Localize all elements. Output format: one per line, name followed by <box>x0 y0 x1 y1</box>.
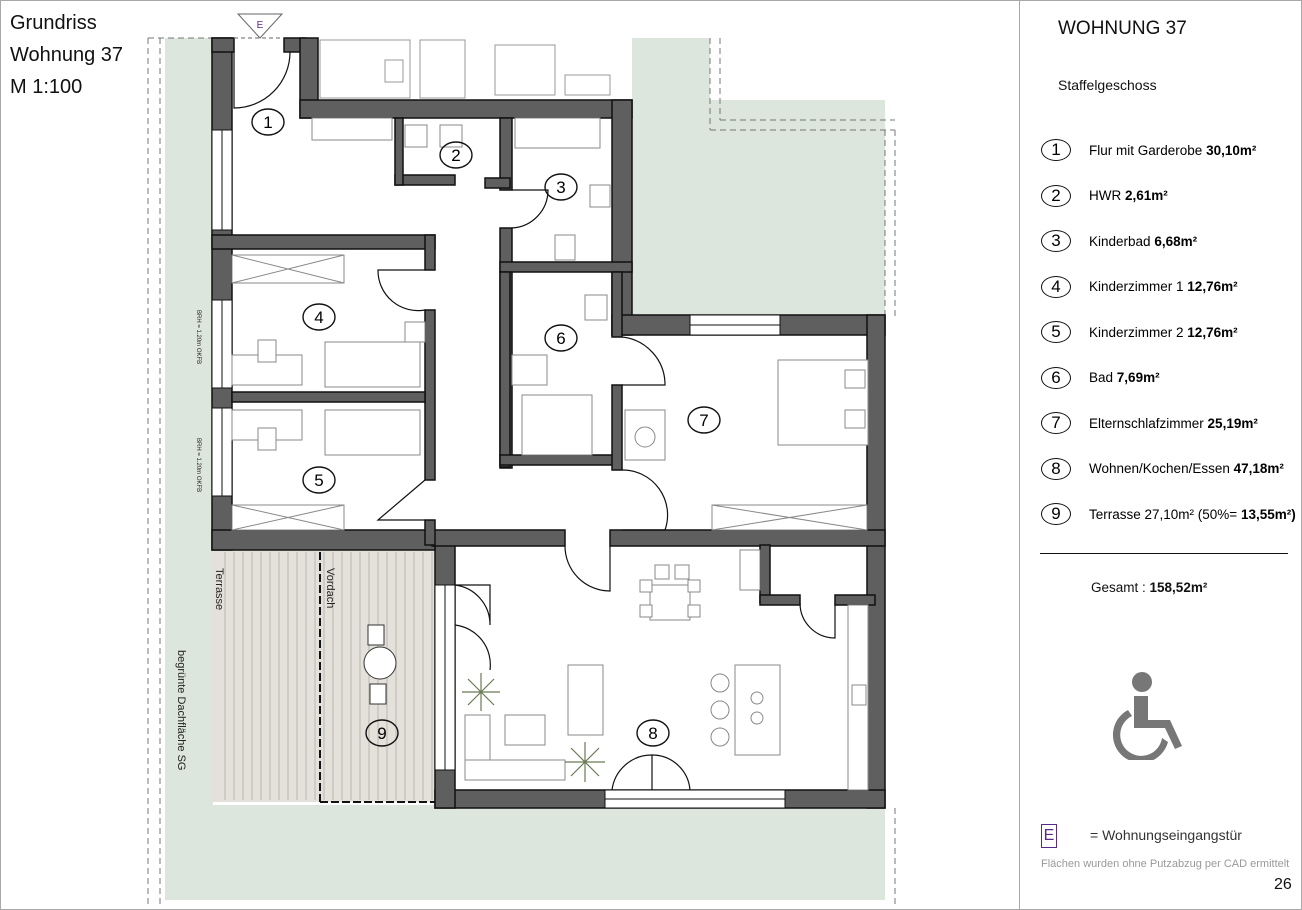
panel-heading: WOHNUNG 37 <box>1058 18 1187 39</box>
room-number: 3 <box>556 178 565 197</box>
legend-row: 5 Kinderzimmer 2 12,76m² <box>1041 319 1238 345</box>
room-name: Wohnen/Kochen/Essen <box>1089 461 1230 476</box>
room-name: Kinderbad <box>1089 233 1151 249</box>
room-marker: 4 <box>302 303 336 331</box>
scale-label: M 1:100 <box>10 76 83 98</box>
legend-row: 1 Flur mit Garderobe 30,10m² <box>1041 137 1256 163</box>
windows <box>211 129 786 809</box>
room-number-badge: 4 <box>1041 275 1071 298</box>
room-area: 12,76m² <box>1187 279 1238 294</box>
legend-row: 8 Wohnen/Kochen/Essen 47,18m² <box>1041 456 1284 482</box>
room-marker: 8 <box>636 719 670 747</box>
door-swings <box>233 51 836 791</box>
window-note: BRH = 1.20m OKFB <box>195 310 201 364</box>
legend-divider <box>1040 553 1288 554</box>
apartment-title: Wohnung 37 <box>10 44 124 66</box>
room-marker: 2 <box>439 141 473 169</box>
wheelchair-icon <box>1112 672 1182 760</box>
room-number-badge: 3 <box>1041 230 1071 252</box>
canopy-label: Vordach <box>324 568 336 608</box>
room-entry: Flur mit Garderobe 30,10m² <box>1089 143 1256 158</box>
room-number-badge: 7 <box>1041 412 1071 434</box>
total-label: Gesamt : <box>1091 580 1146 595</box>
room-name: Elternschlafzimmer <box>1089 415 1204 431</box>
room-number-badge: 1 <box>1041 139 1071 161</box>
room-marker: 3 <box>544 173 578 201</box>
entry-marker-label: E <box>257 20 264 31</box>
room-marker: 5 <box>302 466 336 494</box>
legend-row: 6 Bad 7,69m² <box>1041 365 1160 391</box>
room-number: 4 <box>314 308 323 327</box>
room-area: 25,19m² <box>1207 415 1258 431</box>
neighbour-furniture <box>319 39 611 99</box>
room-number-badge: 6 <box>1041 366 1071 389</box>
room-number: 7 <box>699 411 708 430</box>
room-name: Flur mit Garderobe <box>1089 142 1203 158</box>
room-entry: Kinderzimmer 1 12,76m² <box>1089 279 1238 294</box>
room-entry: HWR 2,61m² <box>1089 188 1168 203</box>
room-entry: Kinderbad 6,68m² <box>1089 234 1197 249</box>
room-entry: Kinderzimmer 2 12,76m² <box>1089 325 1238 340</box>
room-name: Kinderzimmer 2 <box>1089 324 1184 340</box>
furniture <box>231 117 869 791</box>
total-value: 158,52m² <box>1149 580 1208 595</box>
room-entry: Wohnen/Kochen/Essen 47,18m² <box>1089 461 1284 476</box>
plants <box>462 673 605 782</box>
legend-row: 2 HWR 2,61m² <box>1041 183 1168 209</box>
room-area: 6,68m² <box>1154 233 1198 249</box>
green-roof-label: begrünte Dachfläche SG <box>175 650 187 770</box>
room-area: 12,76m² <box>1187 324 1238 340</box>
room-entry: Terrasse 27,10m² (50%= 13,55m²) <box>1089 507 1296 522</box>
room-area: 7,69m² <box>1116 370 1160 385</box>
terrace-label: Terrasse <box>213 568 225 610</box>
total-area: Gesamt : 158,52m² <box>1091 580 1207 595</box>
room-number-badge: 9 <box>1041 503 1071 525</box>
room-name: Kinderzimmer 1 <box>1089 279 1184 294</box>
legend-row: 7 Elternschlafzimmer 25,19m² <box>1041 410 1258 436</box>
room-number-badge: 5 <box>1041 321 1071 343</box>
room-number-badge: 2 <box>1041 184 1071 207</box>
room-marker: 7 <box>687 406 721 434</box>
entry-symbol: E <box>1041 824 1057 848</box>
room-number: 8 <box>648 724 657 743</box>
terrace <box>212 550 435 803</box>
room-entry: Elternschlafzimmer 25,19m² <box>1089 416 1258 431</box>
window-note: BRH = 1.20m OKFB <box>195 438 201 492</box>
room-area: 47,18m² <box>1233 461 1284 476</box>
room-number: 1 <box>263 113 272 132</box>
entry-legend: = Wohnungseingangstür <box>1090 827 1242 843</box>
room-marker: 9 <box>365 719 399 747</box>
room-area: 13,55m²) <box>1240 506 1296 522</box>
entry-marker: E <box>234 13 284 39</box>
roof-edge-lines <box>147 37 896 905</box>
room-number: 5 <box>314 471 323 490</box>
room-name: Terrasse 27,10m² (50%= <box>1089 506 1238 522</box>
footnote: Flächen wurden ohne Putzabzug per CAD er… <box>1041 858 1290 870</box>
legend-row: 9 Terrasse 27,10m² (50%= 13,55m²) <box>1041 501 1296 527</box>
legend-row: 4 Kinderzimmer 1 12,76m² <box>1041 274 1238 300</box>
legend-row: 3 Kinderbad 6,68m² <box>1041 228 1197 254</box>
room-marker: 1 <box>251 108 285 136</box>
room-marker: 6 <box>544 324 578 352</box>
room-number: 6 <box>556 329 565 348</box>
room-area: 2,61m² <box>1125 188 1168 203</box>
page-number: 26 <box>1274 876 1292 893</box>
plan-title: Grundriss <box>10 12 97 34</box>
room-number-badge: 8 <box>1041 457 1071 480</box>
room-name: HWR <box>1089 188 1122 203</box>
room-entry: Bad 7,69m² <box>1089 370 1160 385</box>
room-number: 2 <box>451 146 460 165</box>
room-number: 9 <box>377 724 386 743</box>
panel-divider <box>1019 0 1020 910</box>
room-name: Bad <box>1089 370 1114 385</box>
room-area: 30,10m² <box>1206 142 1257 158</box>
green-roof <box>165 38 885 900</box>
floor-plan: E Terrasse Vordach begrünte Dachfläche S… <box>147 13 896 905</box>
floor-label: Staffelgeschoss <box>1058 77 1157 93</box>
